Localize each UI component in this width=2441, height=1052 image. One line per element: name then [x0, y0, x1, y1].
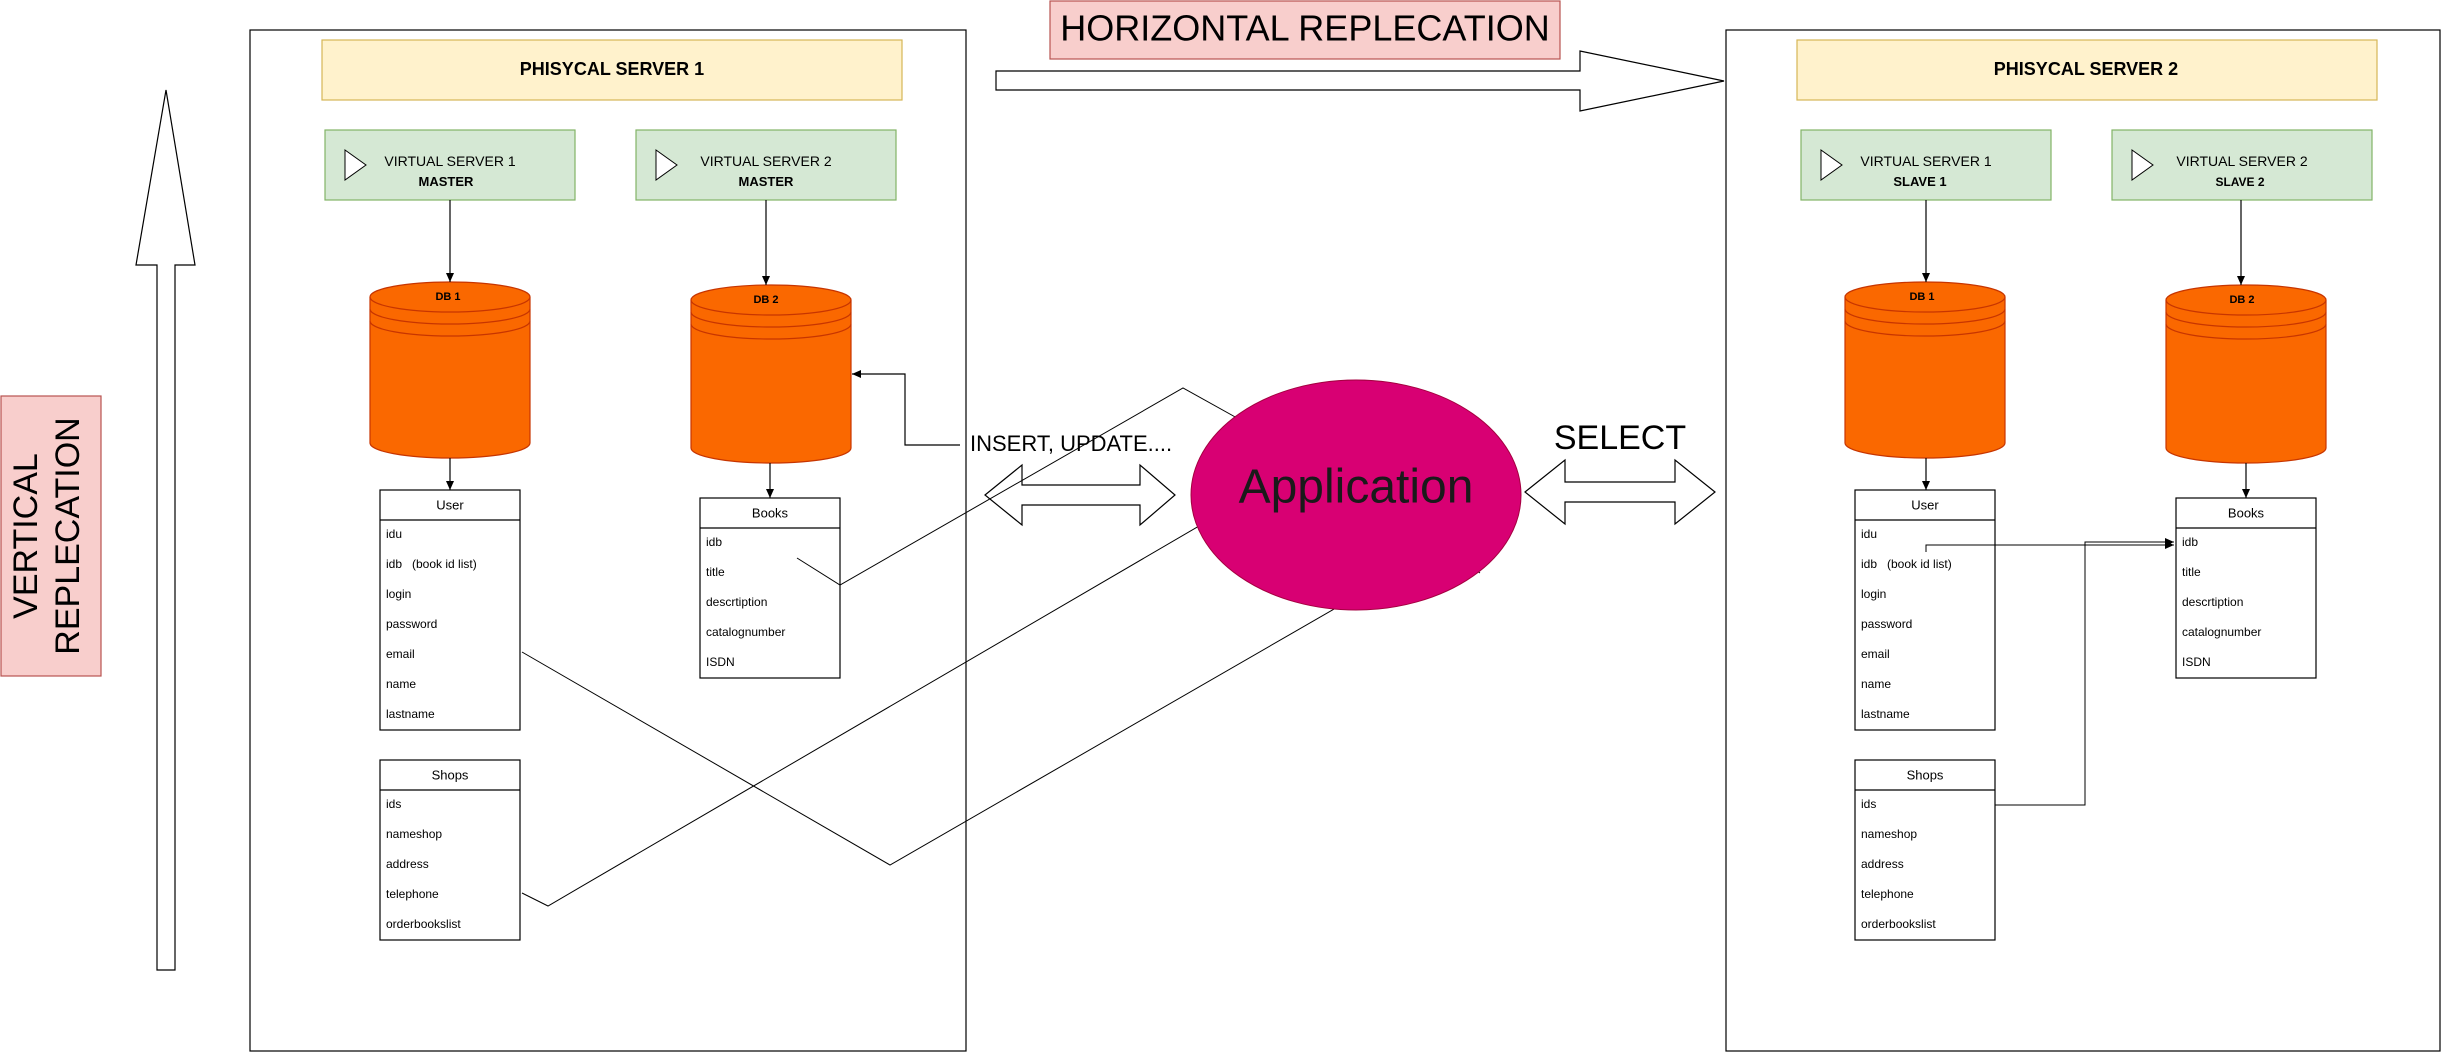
horizontal-replication-arrow — [995, 50, 1725, 112]
table-field: telephone — [386, 887, 439, 901]
table-field: idu — [386, 527, 402, 541]
vs-role: MASTER — [419, 174, 475, 189]
idb-relation-connector — [1925, 541, 2174, 552]
table-field: name — [1861, 677, 1891, 691]
shops-table: Shops ids nameshop address telephone ord… — [379, 759, 521, 941]
ids-relation-connector — [1995, 538, 2174, 806]
db1-cylinder: DB 1 — [369, 281, 531, 459]
table-field: lastname — [386, 707, 435, 721]
vs-name: VIRTUAL SERVER 1 — [1860, 153, 1991, 169]
select-label: SELECT — [1554, 419, 1686, 457]
vs-role: MASTER — [739, 174, 795, 189]
application-node[interactable]: Application — [1190, 379, 1522, 611]
table-title: User — [1911, 497, 1939, 512]
vertical-replication-text-1: VERTICAL — [7, 453, 45, 619]
virtual-server-1-master[interactable]: VIRTUAL SERVER 1 MASTER — [324, 129, 576, 201]
table-field: ISDN — [706, 655, 735, 669]
table-field: name — [386, 677, 416, 691]
db-label: DB 2 — [753, 294, 778, 306]
table-field: catalognumber — [2182, 625, 2261, 639]
horizontal-replication-label: HORIZONTAL REPLECATION — [1049, 0, 1561, 60]
server-1-title-text: PHISYCAL SERVER 1 — [520, 59, 704, 79]
insert-update-double-arrow — [984, 463, 1176, 527]
table-field: orderbookslist — [386, 917, 461, 931]
table-field: descrtiption — [2182, 595, 2243, 609]
physical-server-1 — [249, 29, 967, 1052]
table-field: email — [386, 647, 415, 661]
table-field: email — [1861, 647, 1890, 661]
play-icon — [2131, 149, 2154, 181]
virtual-server-1-slave[interactable]: VIRTUAL SERVER 1 SLAVE 1 — [1800, 129, 2052, 201]
table-field: password — [386, 617, 437, 631]
server-2-title: PHISYCAL SERVER 2 — [1796, 39, 2378, 101]
table-field: nameshop — [1861, 827, 1917, 841]
horizontal-replication-text: HORIZONTAL REPLECATION — [1060, 8, 1549, 49]
vs-role: SLAVE 1 — [1893, 174, 1946, 189]
db1-cylinder: DB 1 — [1844, 281, 2006, 459]
select-double-arrow — [1524, 458, 1716, 526]
db2-cylinder: DB 2 — [2165, 284, 2327, 464]
play-icon — [344, 149, 367, 181]
table-field: login — [386, 587, 411, 601]
user-table: User idu idb (book id list) login passwo… — [1854, 489, 1996, 731]
table-field: ids — [386, 797, 401, 811]
table-field: idb (book id list) — [386, 557, 477, 571]
table-field: ids — [1861, 797, 1876, 811]
server-1-title: PHISYCAL SERVER 1 — [321, 39, 903, 101]
virtual-server-2-slave[interactable]: VIRTUAL SERVER 2 SLAVE 2 — [2111, 129, 2373, 201]
db-label: DB 2 — [2229, 294, 2254, 306]
table-field: lastname — [1861, 707, 1910, 721]
table-field: password — [1861, 617, 1912, 631]
db-label: DB 1 — [435, 291, 460, 303]
books-table: Books idb title descrtiption catalognumb… — [699, 497, 841, 679]
db-label: DB 1 — [1909, 291, 1934, 303]
physical-server-2 — [1725, 29, 2441, 1052]
insert-update-label: INSERT, UPDATE.... — [970, 431, 1172, 456]
table-field: ISDN — [2182, 655, 2211, 669]
table-field: idb — [706, 535, 722, 549]
vertical-replication-text-2: REPLECATION — [49, 417, 87, 654]
server-2-title-text: PHISYCAL SERVER 2 — [1994, 59, 2178, 79]
connector-line — [796, 387, 1256, 586]
table-field: idu — [1861, 527, 1877, 541]
table-field: title — [2182, 565, 2201, 579]
books-table: Books idb title descrtiption catalognumb… — [2175, 497, 2317, 679]
connector-line — [521, 469, 1296, 907]
table-title: Shops — [432, 767, 469, 782]
table-title: Shops — [1907, 767, 1944, 782]
table-field: idb (book id list) — [1861, 557, 1952, 571]
vs-name: VIRTUAL SERVER 2 — [2176, 153, 2307, 169]
db2-cylinder: DB 2 — [690, 284, 852, 464]
vs-name: VIRTUAL SERVER 1 — [384, 153, 515, 169]
vs-name: VIRTUAL SERVER 2 — [700, 153, 831, 169]
table-field: address — [1861, 857, 1904, 871]
table-field: login — [1861, 587, 1886, 601]
play-icon — [655, 149, 678, 181]
table-field: descrtiption — [706, 595, 767, 609]
table-title: Books — [2228, 505, 2265, 520]
vertical-replication-label: VERTICAL REPLECATION — [0, 395, 102, 677]
table-field: catalognumber — [706, 625, 785, 639]
table-title: Books — [752, 505, 789, 520]
table-field: address — [386, 857, 429, 871]
shops-table: Shops ids nameshop address telephone ord… — [1854, 759, 1996, 941]
table-field: orderbookslist — [1861, 917, 1936, 931]
play-icon — [1820, 149, 1843, 181]
table-field: idb — [2182, 535, 2198, 549]
table-field: title — [706, 565, 725, 579]
table-field: nameshop — [386, 827, 442, 841]
vs-role: SLAVE 2 — [2215, 175, 2264, 189]
table-title: User — [436, 497, 464, 512]
vertical-replication-arrow — [135, 89, 196, 971]
table-field: telephone — [1861, 887, 1914, 901]
virtual-server-2-master[interactable]: VIRTUAL SERVER 2 MASTER — [635, 129, 897, 201]
user-table: User idu idb (book id list) login passwo… — [379, 489, 521, 731]
application-label: Application — [1239, 461, 1474, 514]
insert-update-connector — [852, 370, 960, 446]
